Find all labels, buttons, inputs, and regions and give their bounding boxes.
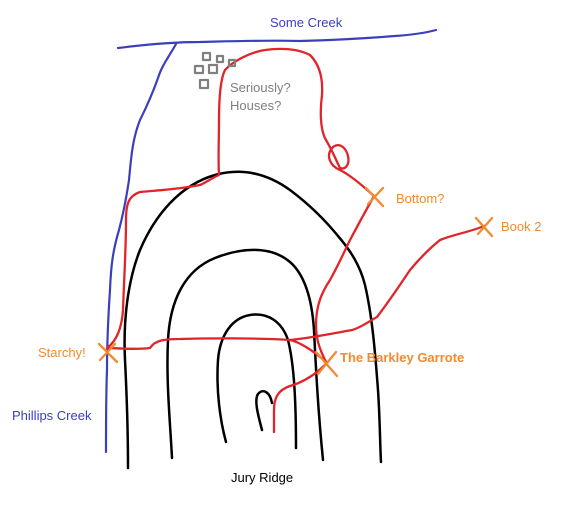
house-square-icon — [215, 54, 225, 64]
some-creek-label: Some Creek — [270, 15, 343, 30]
house-square-icon — [198, 78, 210, 90]
phillips-creek-label: Phillips Creek — [12, 408, 92, 423]
some-creek-line — [116, 28, 438, 50]
x-mark-icon — [364, 186, 385, 208]
houses-note-line2: Houses? — [230, 98, 281, 113]
trail-branch-book2 — [288, 224, 486, 342]
house-square-icon — [201, 51, 212, 62]
contour-inner — [216, 313, 298, 450]
contour-outer — [123, 170, 383, 470]
trail-main-loop — [105, 47, 376, 364]
phillips-creek-line — [104, 42, 178, 454]
houses-note-line1: Seriously? — [230, 80, 291, 95]
x-mark-icon — [474, 216, 494, 238]
book2-label: Book 2 — [501, 219, 541, 234]
jury-ridge-label: Jury Ridge — [231, 470, 293, 485]
house-square-icon — [227, 58, 237, 68]
contour-middle — [166, 248, 325, 462]
barkley-garrote-label: The Barkley Garrote — [340, 350, 464, 365]
houses-cluster — [193, 51, 237, 90]
x-mark-icon — [314, 350, 339, 378]
house-square-icon — [193, 64, 205, 75]
house-square-icon — [207, 63, 219, 75]
contour-summit — [255, 390, 274, 432]
x-mark-icon — [97, 342, 119, 364]
bottom-label: Bottom? — [396, 191, 444, 206]
trail-branch-summit — [272, 362, 328, 434]
starchy-label: Starchy! — [38, 345, 86, 360]
